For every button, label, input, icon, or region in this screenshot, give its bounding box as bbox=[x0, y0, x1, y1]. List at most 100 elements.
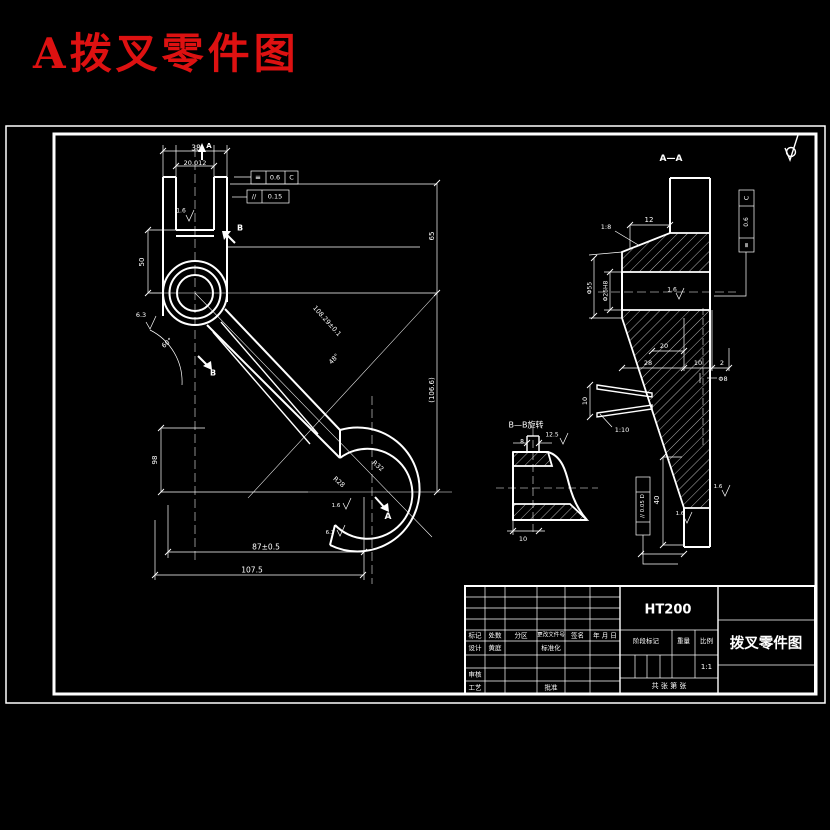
dim-label: Φ8 bbox=[718, 375, 727, 383]
dim-label: 1.6 bbox=[676, 511, 685, 517]
title-block-cell: 标记 bbox=[469, 631, 483, 640]
sheet-frame bbox=[5, 125, 826, 704]
bb-centerlines bbox=[496, 428, 598, 534]
title-block-cell: 签名 bbox=[571, 631, 584, 640]
main-view-centerlines bbox=[150, 148, 452, 584]
dim-tick bbox=[680, 550, 688, 558]
dim-tick bbox=[680, 364, 688, 372]
title-block-cell: 阶段标记 bbox=[633, 636, 660, 645]
dim-label: (106.6) bbox=[428, 377, 436, 403]
dim-label: // 0.05 D bbox=[640, 494, 646, 518]
dim-tick bbox=[433, 179, 441, 187]
dim-label: 10 bbox=[694, 359, 702, 367]
section-centerlines bbox=[598, 291, 736, 446]
dim-tick bbox=[535, 527, 543, 535]
dim-tick bbox=[659, 541, 667, 549]
roughness-symbol bbox=[784, 134, 799, 163]
dimension-ticks bbox=[144, 147, 733, 579]
dim-label: 40 bbox=[653, 496, 661, 505]
dim-label: 38 bbox=[191, 144, 201, 153]
dim-label: 8 bbox=[520, 439, 524, 446]
dim-label: R32 bbox=[371, 459, 386, 473]
dim-label: 0.6 bbox=[743, 217, 750, 227]
dim-label: 6.3 bbox=[136, 311, 146, 319]
dim-tick bbox=[586, 413, 594, 421]
dim-tick bbox=[164, 548, 172, 556]
dim-tick bbox=[637, 550, 645, 558]
main-view-dimensions bbox=[147, 145, 438, 580]
dim-label: 10 bbox=[581, 397, 589, 405]
dim-tick bbox=[725, 364, 733, 372]
dim-label: 1.6 bbox=[332, 503, 341, 509]
dim-label: B—B旋转 bbox=[509, 420, 544, 430]
dim-label: ≡ bbox=[743, 242, 751, 247]
dim-tick bbox=[523, 439, 531, 447]
title-block-cell: 共 张 第 张 bbox=[652, 681, 687, 690]
dim-label: 2 bbox=[720, 359, 724, 367]
title-block-cell: 设计 bbox=[469, 643, 483, 652]
dim-tick bbox=[648, 347, 656, 355]
dim-label: 1.6 bbox=[176, 208, 186, 215]
dim-label: C bbox=[743, 195, 751, 200]
title-block-cell: 审核 bbox=[469, 670, 483, 679]
dim-tick bbox=[666, 221, 674, 229]
dim-tick bbox=[433, 488, 441, 496]
material-label: HT200 bbox=[645, 603, 692, 618]
dim-tick bbox=[708, 364, 716, 372]
title-block-cell: 重量 bbox=[677, 637, 691, 645]
dim-label: A—A bbox=[660, 154, 683, 164]
dim-label: 20.012 bbox=[184, 159, 207, 167]
dim-tick bbox=[223, 147, 231, 155]
dim-tick bbox=[590, 254, 598, 262]
dim-tick bbox=[586, 381, 594, 389]
dim-label: // bbox=[252, 193, 257, 201]
title-block-cell: 工艺 bbox=[469, 684, 483, 692]
dim-label: A bbox=[385, 512, 392, 522]
dim-label: 98 bbox=[151, 456, 159, 465]
drawing-title: 拨叉零件图 bbox=[730, 634, 803, 652]
dim-label: 48° bbox=[327, 352, 341, 366]
title-block-grid bbox=[464, 585, 816, 695]
dim-tick bbox=[606, 268, 614, 276]
title-block-cell: 黄庭 bbox=[489, 643, 503, 652]
dim-tick bbox=[618, 364, 626, 372]
bb-outline bbox=[512, 435, 590, 521]
dim-tick bbox=[172, 162, 180, 170]
dim-label: Φ25H8 bbox=[603, 280, 610, 301]
title-block-cell: 比例 bbox=[700, 636, 713, 645]
dim-tick bbox=[509, 527, 517, 535]
section-a-a bbox=[588, 177, 755, 565]
dim-label: R28 bbox=[332, 475, 347, 489]
dim-tick bbox=[151, 571, 159, 579]
title-block-cell: 年 月 日 bbox=[593, 631, 617, 640]
title-block-cell: 更改文件号 bbox=[537, 631, 565, 639]
dim-tick bbox=[606, 306, 614, 314]
dim-label: B bbox=[210, 369, 216, 378]
dim-label: 107.5 bbox=[241, 566, 263, 575]
title-block-cell: 处数 bbox=[489, 631, 503, 640]
section-b-b bbox=[496, 428, 598, 535]
main-view-outline bbox=[162, 176, 421, 553]
title-block-cell: 批准 bbox=[545, 683, 559, 692]
main-view bbox=[145, 143, 452, 584]
dim-tick bbox=[590, 312, 598, 320]
dim-tick bbox=[159, 147, 167, 155]
dim-label: 65 bbox=[428, 232, 436, 241]
dim-tick bbox=[659, 453, 667, 461]
dim-label: 108.29±0.1 bbox=[311, 304, 343, 338]
dim-label: 87±0.5 bbox=[252, 543, 280, 552]
dim-label: 0.6 bbox=[270, 174, 280, 182]
page-title: A拨叉零件图 bbox=[33, 29, 300, 78]
scale-value: 1:1 bbox=[701, 663, 712, 671]
dim-label: 12.5 bbox=[545, 432, 559, 439]
dim-label: B bbox=[237, 224, 243, 233]
dim-tick bbox=[360, 548, 368, 556]
section-outline bbox=[596, 177, 711, 548]
dim-label: 6.3 bbox=[326, 530, 335, 536]
dim-tick bbox=[433, 289, 441, 297]
dim-label: 12 bbox=[645, 216, 654, 224]
dim-label: 1:10 bbox=[615, 426, 630, 434]
dim-label: 1:8 bbox=[601, 223, 611, 231]
